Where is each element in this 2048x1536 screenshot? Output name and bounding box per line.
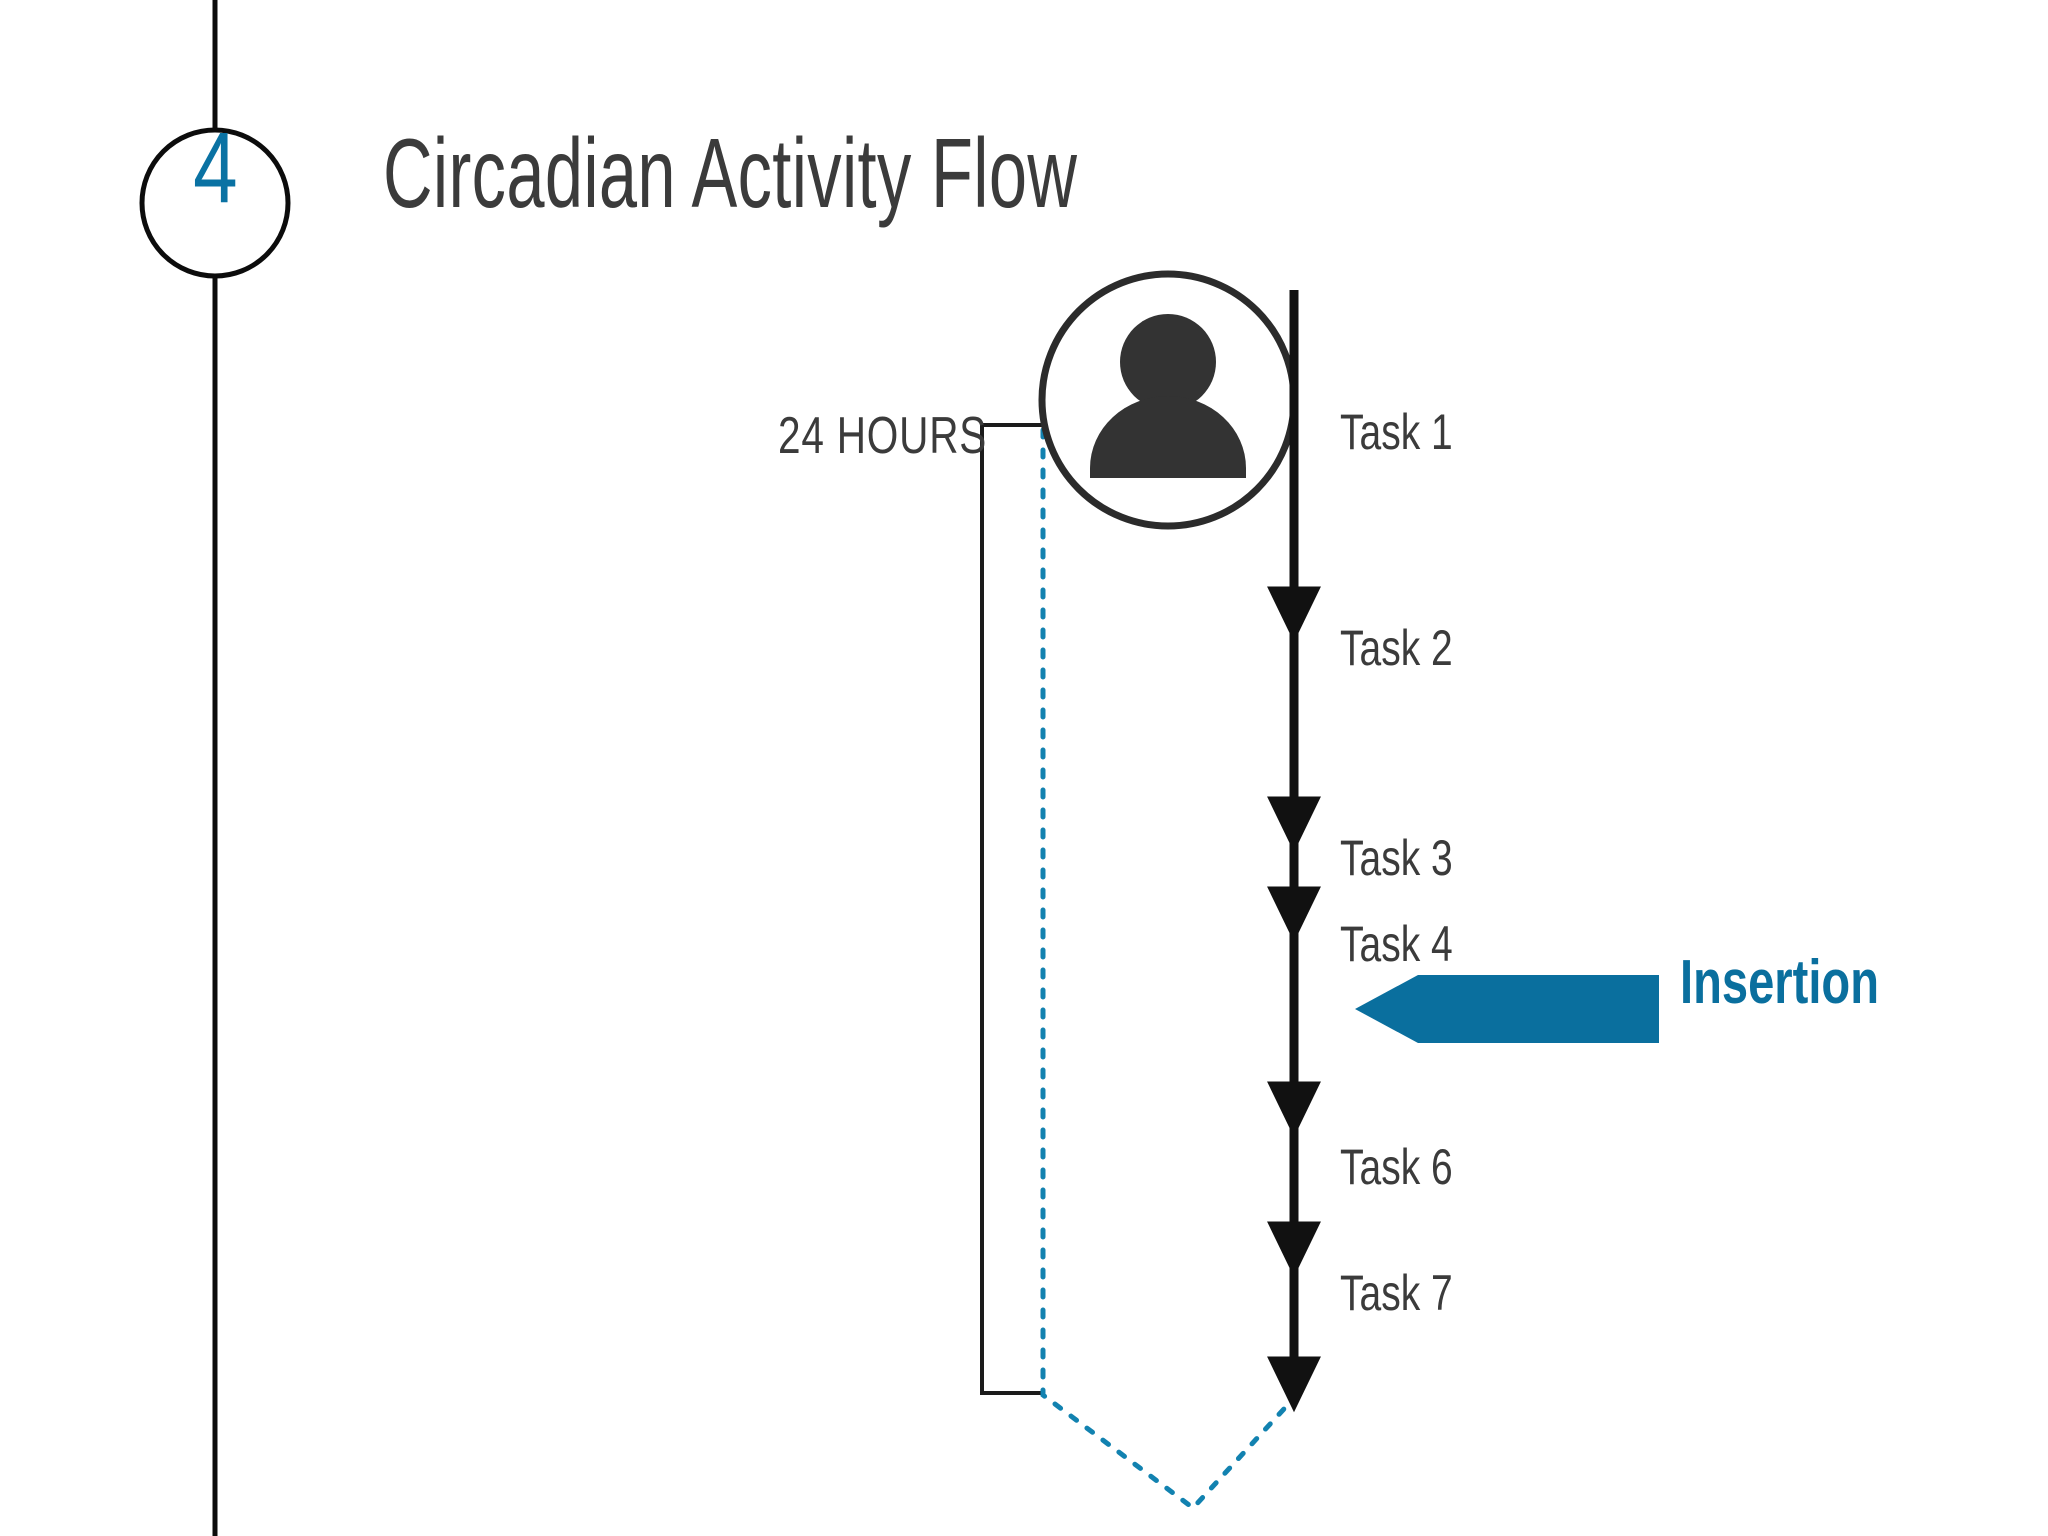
insertion-arrow-shape[interactable] xyxy=(1355,975,1659,1043)
task-label-7: Task 7 xyxy=(1340,1265,1453,1321)
task-label-4: Task 4 xyxy=(1340,916,1453,972)
person-icon xyxy=(1090,314,1246,478)
duration-bracket xyxy=(980,423,1043,1395)
task-label-1: Task 1 xyxy=(1340,404,1453,460)
slide-number-circle xyxy=(139,127,291,279)
task-label-2: Task 2 xyxy=(1340,620,1453,676)
page-title: Circadian Activity Flow xyxy=(383,118,1078,228)
insertion-label: Insertion xyxy=(1680,948,1879,1017)
duration-label: 24 HOURS xyxy=(778,407,988,465)
task-label-6: Task 6 xyxy=(1340,1139,1453,1195)
cycle-dotted-path xyxy=(1040,427,1297,1512)
slide-number-label: 4 xyxy=(193,112,238,224)
task-label-3: Task 3 xyxy=(1340,830,1453,886)
